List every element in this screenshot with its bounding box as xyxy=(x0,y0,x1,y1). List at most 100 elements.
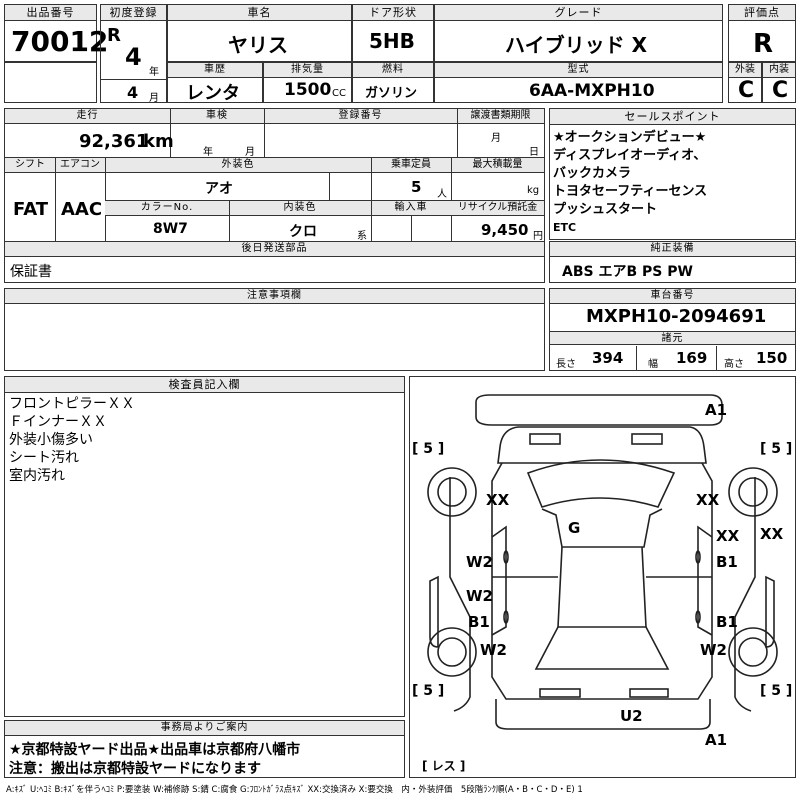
office-line: 注意：搬出は京都特設ヤードになります xyxy=(9,761,261,777)
inspection-label: 車検 xyxy=(170,109,264,124)
int-grade-box: 内装 C xyxy=(762,62,796,103)
sales-point: ★オークションデビュー★ xyxy=(553,130,707,145)
tire-label-rr: [ 5 ] xyxy=(760,683,793,699)
mark-b1-right-1: B1 xyxy=(716,553,738,571)
mileage: 92,361 xyxy=(79,131,149,152)
model-box: 型式 6AA-MXPH10 xyxy=(434,62,723,103)
ext-grade-box: 外装 C xyxy=(728,62,762,103)
door-box: ドア形状 5HB xyxy=(352,4,434,62)
intcolor-unit: 系 xyxy=(357,231,367,242)
recycle-label: リサイクル預託金 xyxy=(451,201,544,216)
mark-w2-right-wheel: W2 xyxy=(700,641,727,659)
transfer-month-unit: 月 xyxy=(491,133,501,144)
import-label: 輸入車 xyxy=(371,201,451,216)
sales-point: プッシュスタート xyxy=(553,202,658,217)
sales-points-list: ★オークションデビュー★ ディスプレイオーディオ、 バックカメラ トヨタセーフテ… xyxy=(553,129,707,237)
car-diagram xyxy=(427,394,778,730)
spec-block: 走行 車検 登録番号 譲渡書類期限 92,361 km 年 月 月 日 シフト … xyxy=(4,108,545,283)
registration-label: 初度登録 xyxy=(101,5,166,21)
score-box: 評価点 R xyxy=(728,4,796,62)
chassis-label: 車台番号 xyxy=(550,289,795,304)
inspector-label: 検査員記入欄 xyxy=(5,377,404,393)
ext-grade: C xyxy=(738,78,755,103)
score: R xyxy=(753,29,774,59)
inspector-box: 検査員記入欄 フロントピラーＸＸ ＦインナーＸＸ 外装小傷多い シート汚れ 室内… xyxy=(4,376,405,717)
mark-xx-right-2: XX xyxy=(760,525,784,543)
regno-label: 登録番号 xyxy=(264,109,457,124)
mark-g-windshield: G xyxy=(568,519,581,537)
registration-box: 初度登録 R 4 年 4 月 xyxy=(100,4,167,104)
color-number: 8W7 xyxy=(153,221,188,237)
chassis-box: 車台番号 MXPH10-2094691 諸元 長さ 394 幅 169 高さ 1… xyxy=(549,288,796,371)
height: 150 xyxy=(756,349,788,367)
office-box: 事務局よりご案内 ★京都特設ヤード出品★出品車は京都府八幡市 注意：搬出は京都特… xyxy=(4,720,405,778)
sales-point: ETC xyxy=(553,221,577,234)
load-unit: kg xyxy=(527,185,540,196)
month-unit: 月 xyxy=(149,93,159,104)
rear-bumper-note: A1 xyxy=(705,731,728,749)
mark-xx-front-left: XX xyxy=(486,491,510,509)
mark-u2-rear: U2 xyxy=(620,707,643,725)
registration-month: 4 xyxy=(127,83,139,102)
history-box: 車歴 レンタ xyxy=(167,62,263,104)
width: 169 xyxy=(676,349,708,367)
mileage-unit: km xyxy=(143,131,174,152)
door-type: 5HB xyxy=(369,29,415,53)
fuel-label: 燃料 xyxy=(353,63,433,78)
ac: AAC xyxy=(61,199,103,220)
sales-points-box: セールスポイント ★オークションデビュー★ ディスプレイオーディオ、 バックカメ… xyxy=(549,108,796,240)
intcolor-label: 内装色 xyxy=(229,201,371,216)
width-label: 幅 xyxy=(648,359,658,370)
mark-b1-left: B1 xyxy=(468,613,490,631)
inspector-lines: フロントピラーＸＸ ＦインナーＸＸ 外装小傷多い シート汚れ 室内汚れ xyxy=(9,395,135,485)
legend: A:ｷｽﾞ U:ﾍｺﾐ B:ｷｽﾞを伴うﾍｺﾐ P:要塗装 W:補修跡 S:錆 … xyxy=(6,785,583,795)
inspector-line: 室内汚れ xyxy=(9,468,65,484)
history: レンタ xyxy=(186,83,240,104)
inspector-line: フロントピラーＸＸ xyxy=(9,396,135,412)
car-name-box: 車名 ヤリス xyxy=(167,4,352,62)
sales-point: ディスプレイオーディオ、 xyxy=(553,148,707,163)
office-line: ★京都特設ヤード出品★出品車は京都府八幡市 xyxy=(9,742,301,758)
int-grade: C xyxy=(772,78,789,103)
mark-xx-right-1: XX xyxy=(716,527,740,545)
rest-label: [ レス ] xyxy=(422,759,466,773)
displacement: 1500 xyxy=(284,80,332,100)
lot-number: 70012 xyxy=(11,25,109,58)
mark-b1-right-2: B1 xyxy=(716,613,738,631)
fuel-box: 燃料 ガソリン xyxy=(352,62,434,103)
recycle-fee: 9,450 xyxy=(481,221,529,239)
recycle-unit: 円 xyxy=(533,231,543,242)
shift: FAT xyxy=(13,199,49,220)
score-label: 評価点 xyxy=(729,5,795,21)
mark-xx-front-right: XX xyxy=(696,491,720,509)
fuel: ガソリン xyxy=(365,86,418,101)
year-unit: 年 xyxy=(149,67,159,78)
later-parts-label: 後日発送部品 xyxy=(5,242,544,257)
grade-box: グレード ハイブリッド X xyxy=(434,4,723,62)
ext-grade-label: 外装 xyxy=(729,63,761,78)
height-label: 高さ xyxy=(724,359,744,370)
grade: ハイブリッド X xyxy=(505,33,647,57)
lot-label: 出品番号 xyxy=(5,5,96,21)
interior-color: クロ xyxy=(289,224,317,240)
mark-w2-left-2: W2 xyxy=(466,587,493,605)
lot-blank-box xyxy=(4,62,97,103)
int-grade-label: 内装 xyxy=(763,63,795,78)
inspector-line: 外装小傷多い xyxy=(9,432,93,448)
mark-w2-left-wheel: W2 xyxy=(480,641,507,659)
notes-label: 注意事項欄 xyxy=(5,289,544,304)
cc-label: 排気量 xyxy=(264,63,351,78)
dims-label: 諸元 xyxy=(550,331,795,345)
inspection-year-unit: 年 xyxy=(203,147,213,158)
model-code: 6AA-MXPH10 xyxy=(529,81,655,101)
tire-label-fr: [ 5 ] xyxy=(760,441,793,457)
car-name: ヤリス xyxy=(228,33,288,57)
tire-label-fl: [ 5 ] xyxy=(412,441,445,457)
transfer-label: 譲渡書類期限 xyxy=(457,109,544,124)
transfer-day-unit: 日 xyxy=(529,147,539,158)
lot-box: 出品番号 70012 xyxy=(4,4,108,62)
inspection-month-unit: 月 xyxy=(245,147,255,158)
inspector-line: シート汚れ xyxy=(9,450,79,466)
capacity-unit: 人 xyxy=(437,189,447,200)
car-name-label: 車名 xyxy=(168,5,351,21)
